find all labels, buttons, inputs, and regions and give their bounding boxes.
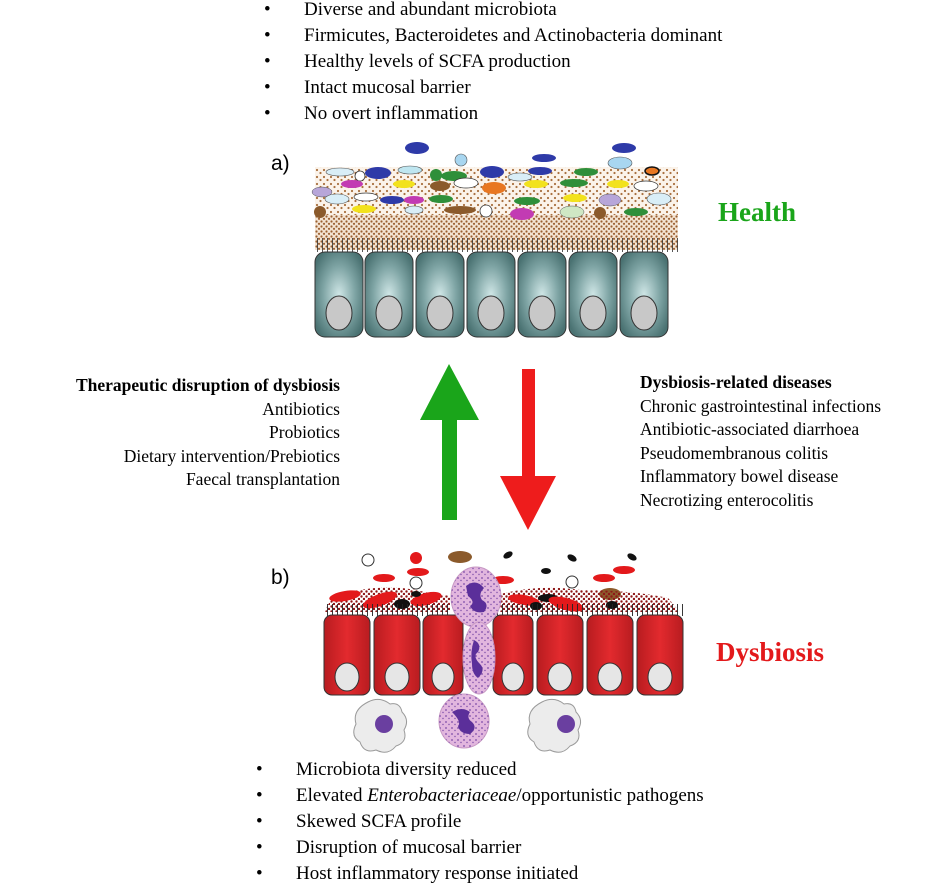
disease-item: Antibiotic-associated diarrhoea xyxy=(640,419,860,439)
therapy-item: Antibiotics xyxy=(262,398,340,419)
recovery-arrow xyxy=(420,364,479,520)
health-title: Health xyxy=(718,197,796,227)
dysbiosis-feature-item: Microbiota diversity reduced xyxy=(256,757,704,783)
therapy-item: Faecal transplantation xyxy=(185,469,340,489)
dysbiosis-feature-text: Microbiota diversity reduced xyxy=(296,759,517,780)
dysbiosis-feature-item: Disruption of mucosal barrier xyxy=(256,835,704,861)
macrophages xyxy=(353,698,582,753)
dysbiosis-feature-text: Elevated xyxy=(296,785,368,806)
dysbiosis-feature-text: Skewed SCFA profile xyxy=(296,811,462,832)
healthy-microbiota xyxy=(311,142,672,220)
transmigrating-neutrophils xyxy=(438,566,502,749)
dysbiosis-feature-item: Elevated Enterobacteriaceae/opportunisti… xyxy=(256,783,704,809)
dysbiotic-microvilli-right xyxy=(495,604,683,616)
dysbiosis-feature-text: /opportunistic pathogens xyxy=(516,785,704,806)
health-feature-item: Healthy levels of SCFA production xyxy=(264,49,722,75)
dysbiotic-epithelium xyxy=(323,551,684,753)
dysbiosis-feature-text: Host inflammatory response initiated xyxy=(296,863,579,884)
dysbiotic-epithelial-cells xyxy=(323,614,684,696)
healthy-microvilli xyxy=(315,238,678,252)
healthy-epithelial-cells xyxy=(314,251,669,338)
dysbiosis-arrow xyxy=(500,369,556,530)
health-features-list: Diverse and abundant microbiota Firmicut… xyxy=(264,0,722,127)
dysbiotic-microvilli-left xyxy=(324,604,450,616)
panel-label-b: b) xyxy=(271,566,290,589)
taxon-name: Enterobacteriaceae xyxy=(367,785,517,806)
dysbiosis-title: Dysbiosis xyxy=(716,637,825,667)
dysbiosis-feature-text: Disruption of mucosal barrier xyxy=(296,837,522,858)
dysbiosis-feature-item: Skewed SCFA profile xyxy=(256,809,704,835)
disease-item: Necrotizing enterocolitis xyxy=(640,489,814,510)
panel-label-a: a) xyxy=(271,152,290,175)
health-feature-item: Intact mucosal barrier xyxy=(264,75,722,101)
disease-item: Pseudomembranous colitis xyxy=(640,442,829,463)
disease-item: Chronic gastrointestinal infections xyxy=(640,395,882,416)
health-feature-item: Firmicutes, Bacteroidetes and Actinobact… xyxy=(264,23,722,49)
healthy-epithelium xyxy=(311,142,678,338)
dysbiosis-features-list: Microbiota diversity reduced Elevated En… xyxy=(256,757,704,887)
diseases-heading: Dysbiosis-related diseases xyxy=(640,372,832,392)
disease-item: Inflammatory bowel disease xyxy=(640,466,839,486)
dysbiosis-feature-item: Host inflammatory response initiated xyxy=(256,861,704,887)
health-feature-item: No overt inflammation xyxy=(264,101,722,127)
dysbiosis-related-diseases: Dysbiosis-related diseases Chronic gastr… xyxy=(640,371,881,512)
therapeutic-interventions: Therapeutic disruption of dysbiosis Anti… xyxy=(76,374,340,492)
health-feature-item: Diverse and abundant microbiota xyxy=(264,0,722,23)
therapy-item: Dietary intervention/Prebiotics xyxy=(123,445,340,466)
therapy-heading: Therapeutic disruption of dysbiosis xyxy=(75,375,340,395)
therapy-item: Probiotics xyxy=(269,422,340,442)
